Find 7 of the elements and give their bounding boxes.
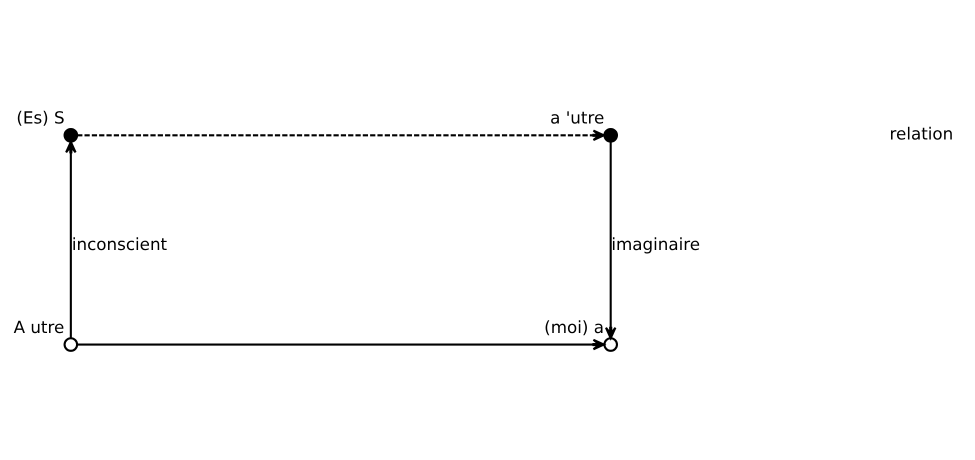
node-label: A utre: [14, 316, 64, 336]
node-label: (moi) a: [544, 316, 604, 336]
node-label: (Es) S: [16, 107, 65, 128]
edge-label: inconscient: [72, 234, 168, 254]
node-label: a 'utre: [550, 107, 604, 128]
edge-label: imaginaire: [611, 234, 700, 254]
label: relation: [890, 122, 954, 143]
